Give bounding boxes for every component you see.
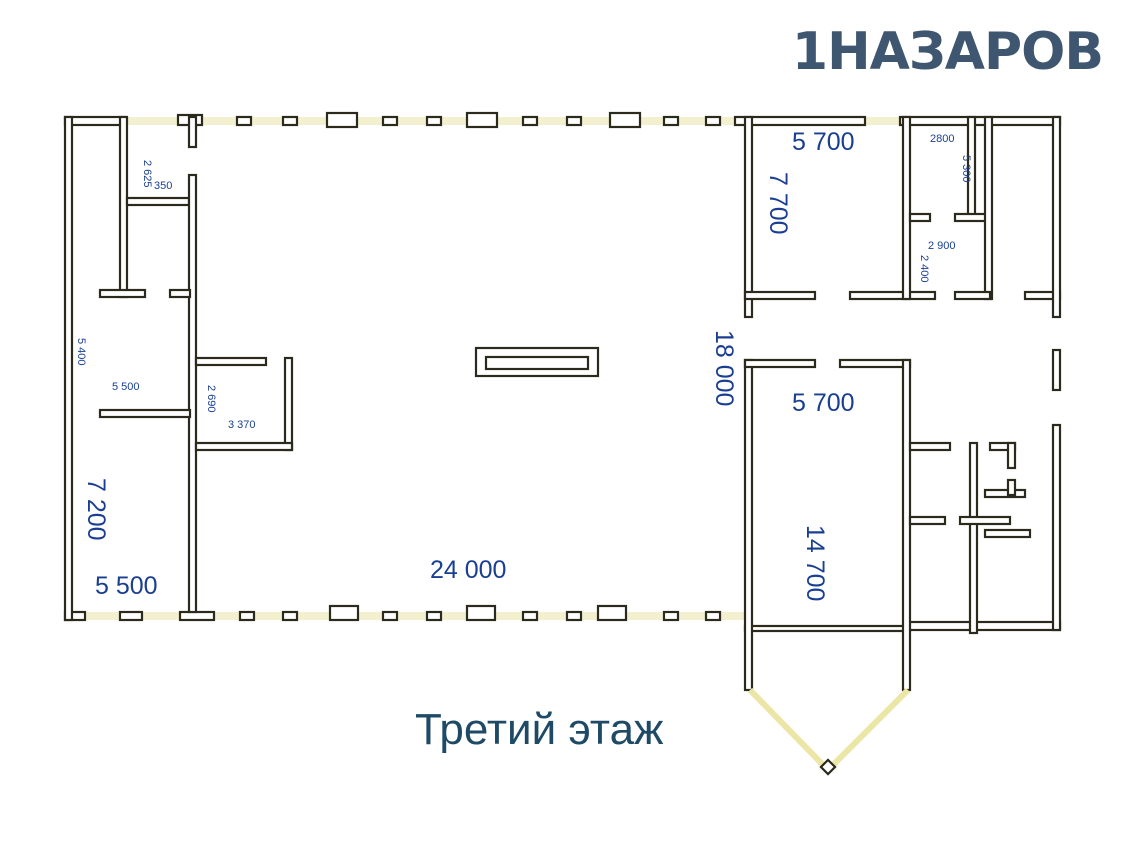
dim-label: 5 700 <box>792 389 855 417</box>
dim-label: 2 400 <box>918 255 930 283</box>
floor-title: Третий этаж <box>415 705 664 754</box>
dim-label: 2 690 <box>205 385 217 413</box>
left-rooms <box>63 115 294 622</box>
dim-label: 5 500 <box>112 381 140 393</box>
entrance-marker <box>819 758 837 776</box>
dim-label: 350 <box>154 180 172 192</box>
dim-label: 5 700 <box>792 128 855 156</box>
right-rooms <box>743 115 1062 692</box>
dim-label: 18 000 <box>710 330 738 406</box>
dim-label: 5 400 <box>75 338 87 366</box>
logo: 1НАЗАРОВ <box>791 22 1104 82</box>
dim-label: 5 300 <box>960 155 972 183</box>
bottom-wall <box>63 604 1062 633</box>
dim-label: 7 700 <box>764 172 792 235</box>
dim-label: 14 700 <box>801 525 829 601</box>
top-wall <box>63 111 1062 129</box>
dim-label: 2 900 <box>928 240 956 252</box>
dim-label: 2 625 <box>141 160 153 188</box>
dim-label: 24 000 <box>430 556 506 584</box>
dim-label: 5 500 <box>95 572 158 600</box>
central-column <box>474 346 600 378</box>
entrance-bay <box>747 687 911 775</box>
dim-label: 7 200 <box>82 478 110 541</box>
dim-label: 3 370 <box>228 419 256 431</box>
dim-label: 2800 <box>930 133 954 145</box>
